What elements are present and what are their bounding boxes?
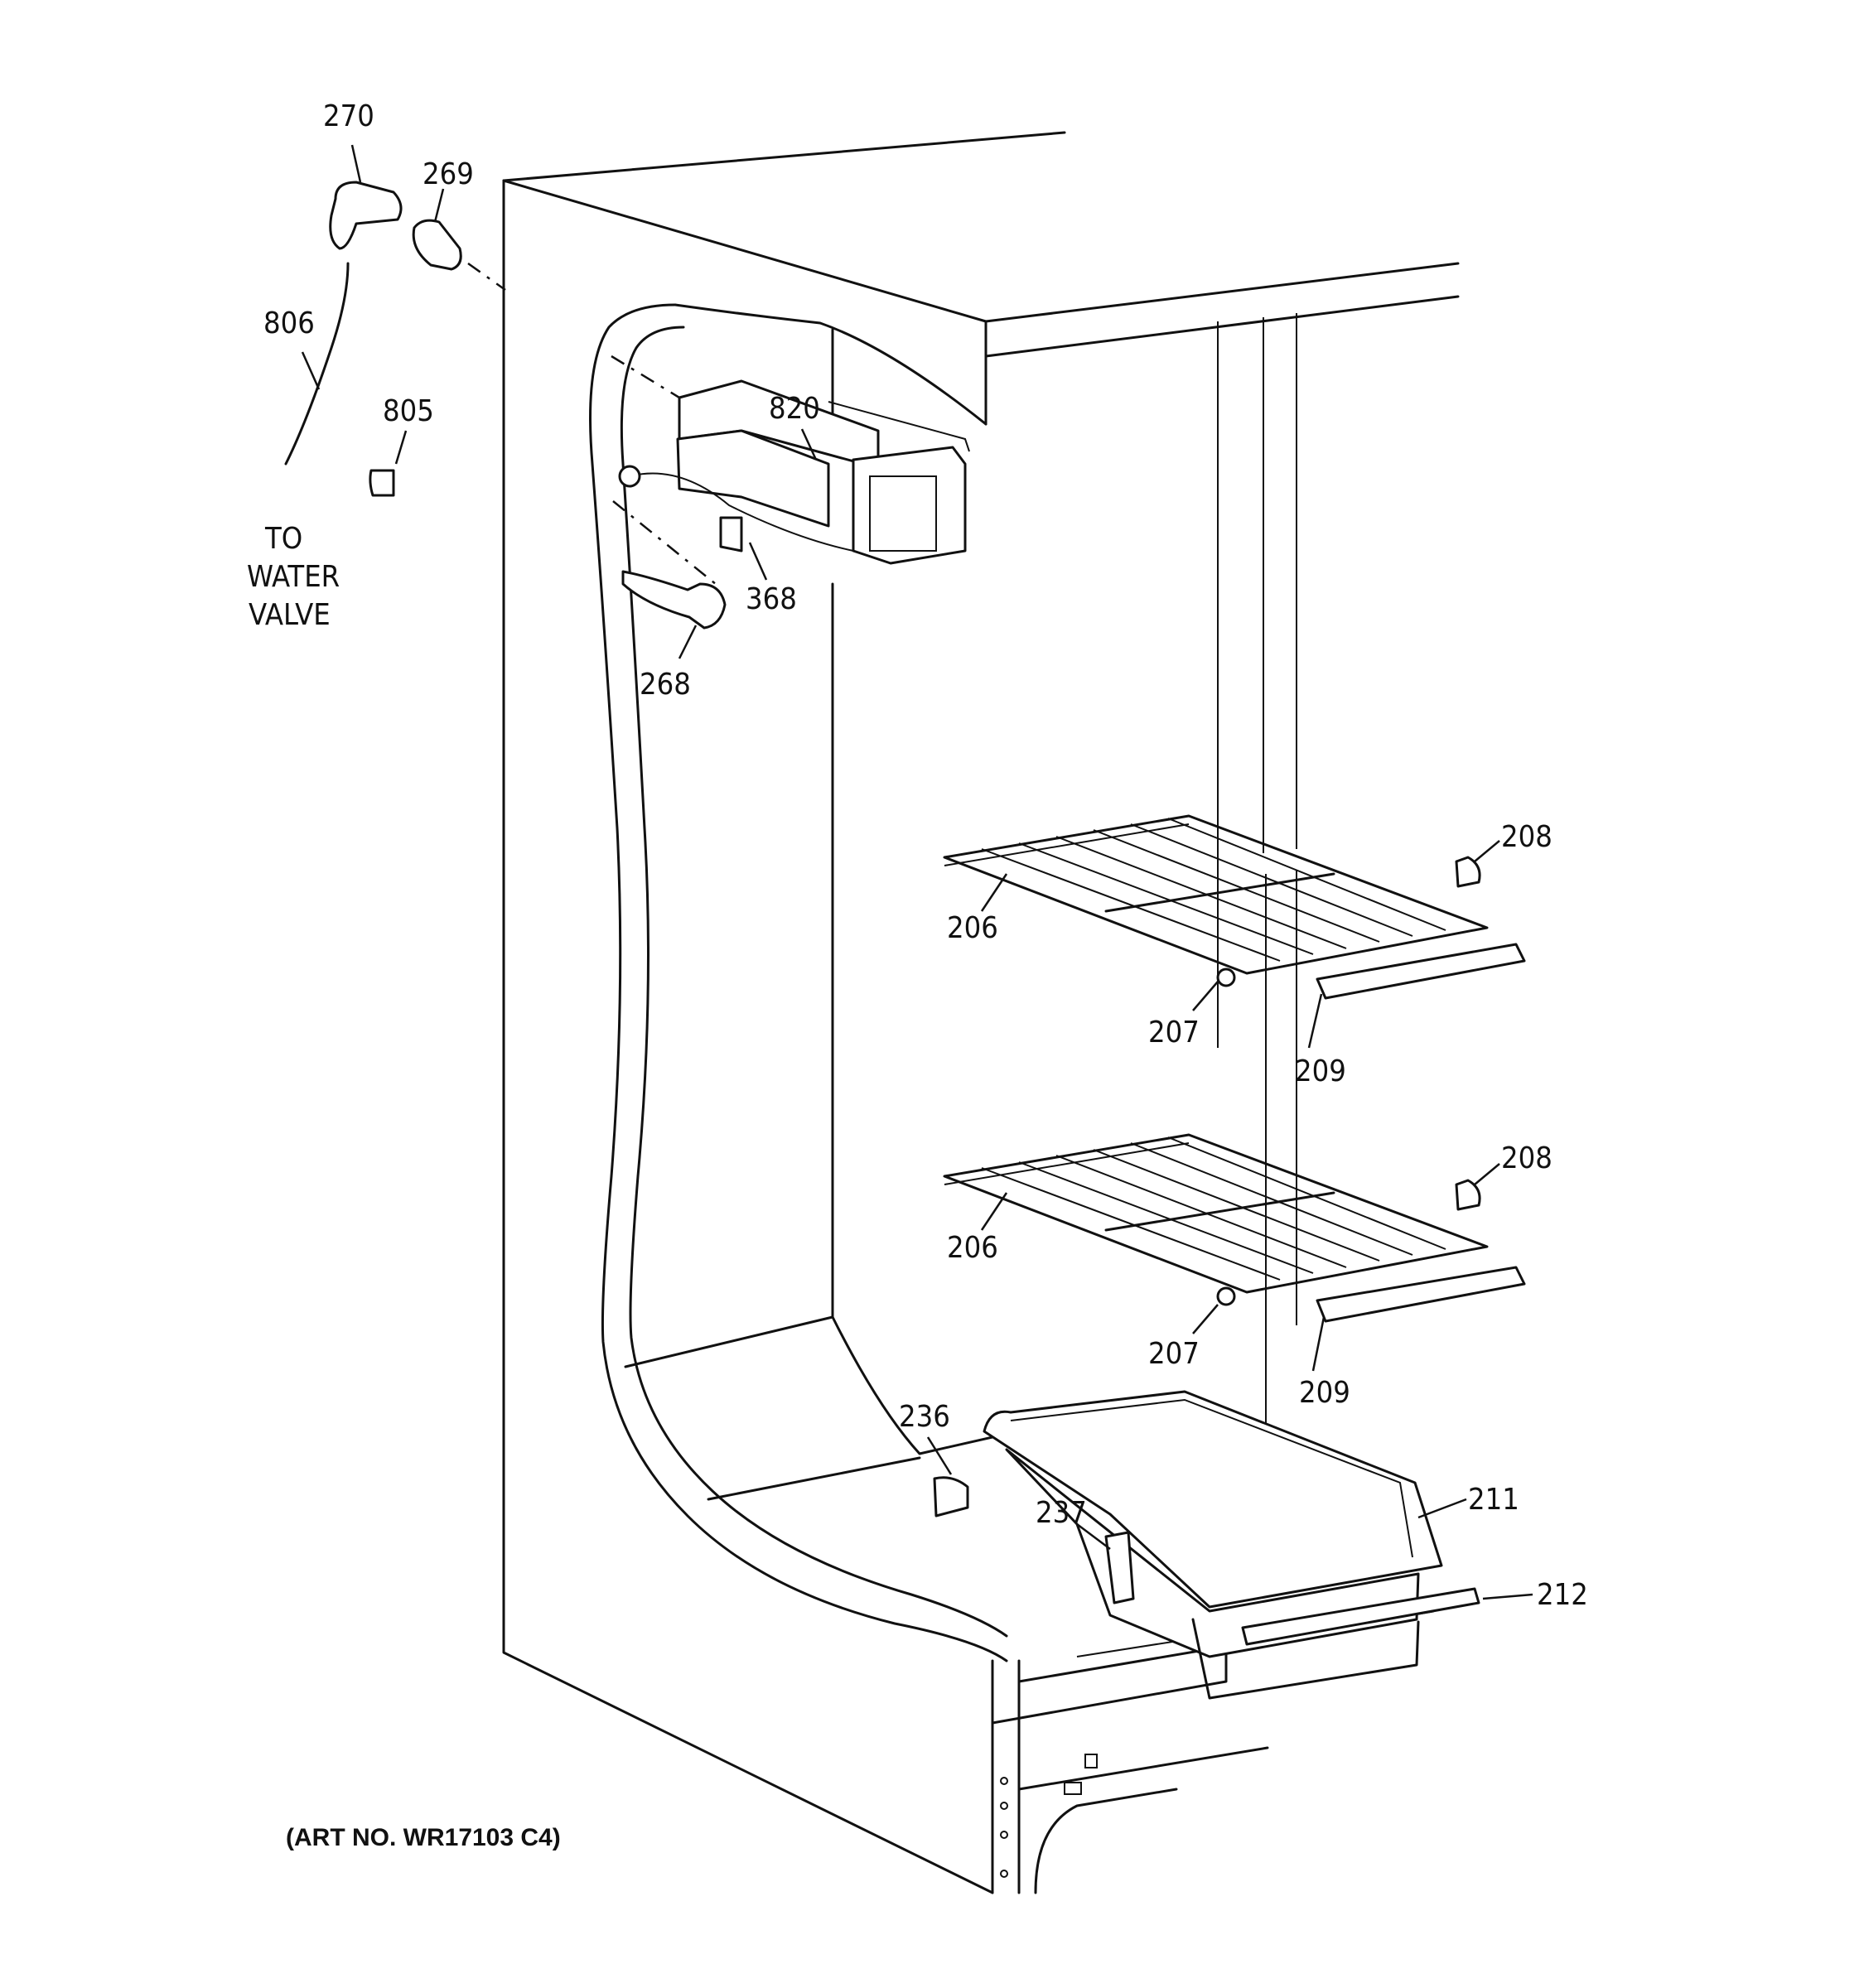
callout-820: 820 <box>769 392 820 426</box>
note-line-1: TO <box>264 522 302 556</box>
note-line-2: WATER <box>247 560 340 594</box>
callout-236: 236 <box>899 1400 950 1434</box>
water-valve-note: TO WATER VALVE <box>247 522 340 632</box>
callout-207-upper: 207 <box>1148 1016 1200 1049</box>
shelf-lower <box>943 1133 1526 1323</box>
callout-270: 270 <box>323 99 374 133</box>
art-number-caption: (ART NO. WR17103 C4) <box>286 1824 561 1851</box>
storage-bin <box>933 1390 1480 1700</box>
callout-269: 269 <box>423 157 474 191</box>
ice-maker <box>611 355 970 589</box>
callout-208-upper: 208 <box>1501 820 1553 854</box>
callout-268: 268 <box>640 668 691 702</box>
callout-206-lower: 206 <box>947 1231 998 1265</box>
callout-237: 237 <box>1036 1496 1087 1530</box>
fill-cup-assembly <box>284 181 506 497</box>
bracket-368 <box>719 516 743 552</box>
callout-211: 211 <box>1468 1483 1519 1517</box>
callout-212: 212 <box>1537 1578 1588 1612</box>
callout-207-lower: 207 <box>1148 1337 1200 1371</box>
callout-206-upper: 206 <box>947 911 998 945</box>
callout-208-lower: 208 <box>1501 1141 1553 1175</box>
shelf-upper <box>943 814 1526 1000</box>
callout-209-upper: 209 <box>1295 1054 1346 1088</box>
wire-harness-268 <box>621 570 727 630</box>
callout-806: 806 <box>263 306 315 340</box>
callout-368: 368 <box>746 582 797 616</box>
callout-209-lower: 209 <box>1299 1376 1350 1410</box>
leader-lines <box>301 144 1533 1600</box>
note-line-3: VALVE <box>249 598 331 632</box>
callout-805: 805 <box>383 394 434 428</box>
callout-labels: 270 269 806 805 820 368 268 208 206 207 … <box>263 99 1588 1612</box>
